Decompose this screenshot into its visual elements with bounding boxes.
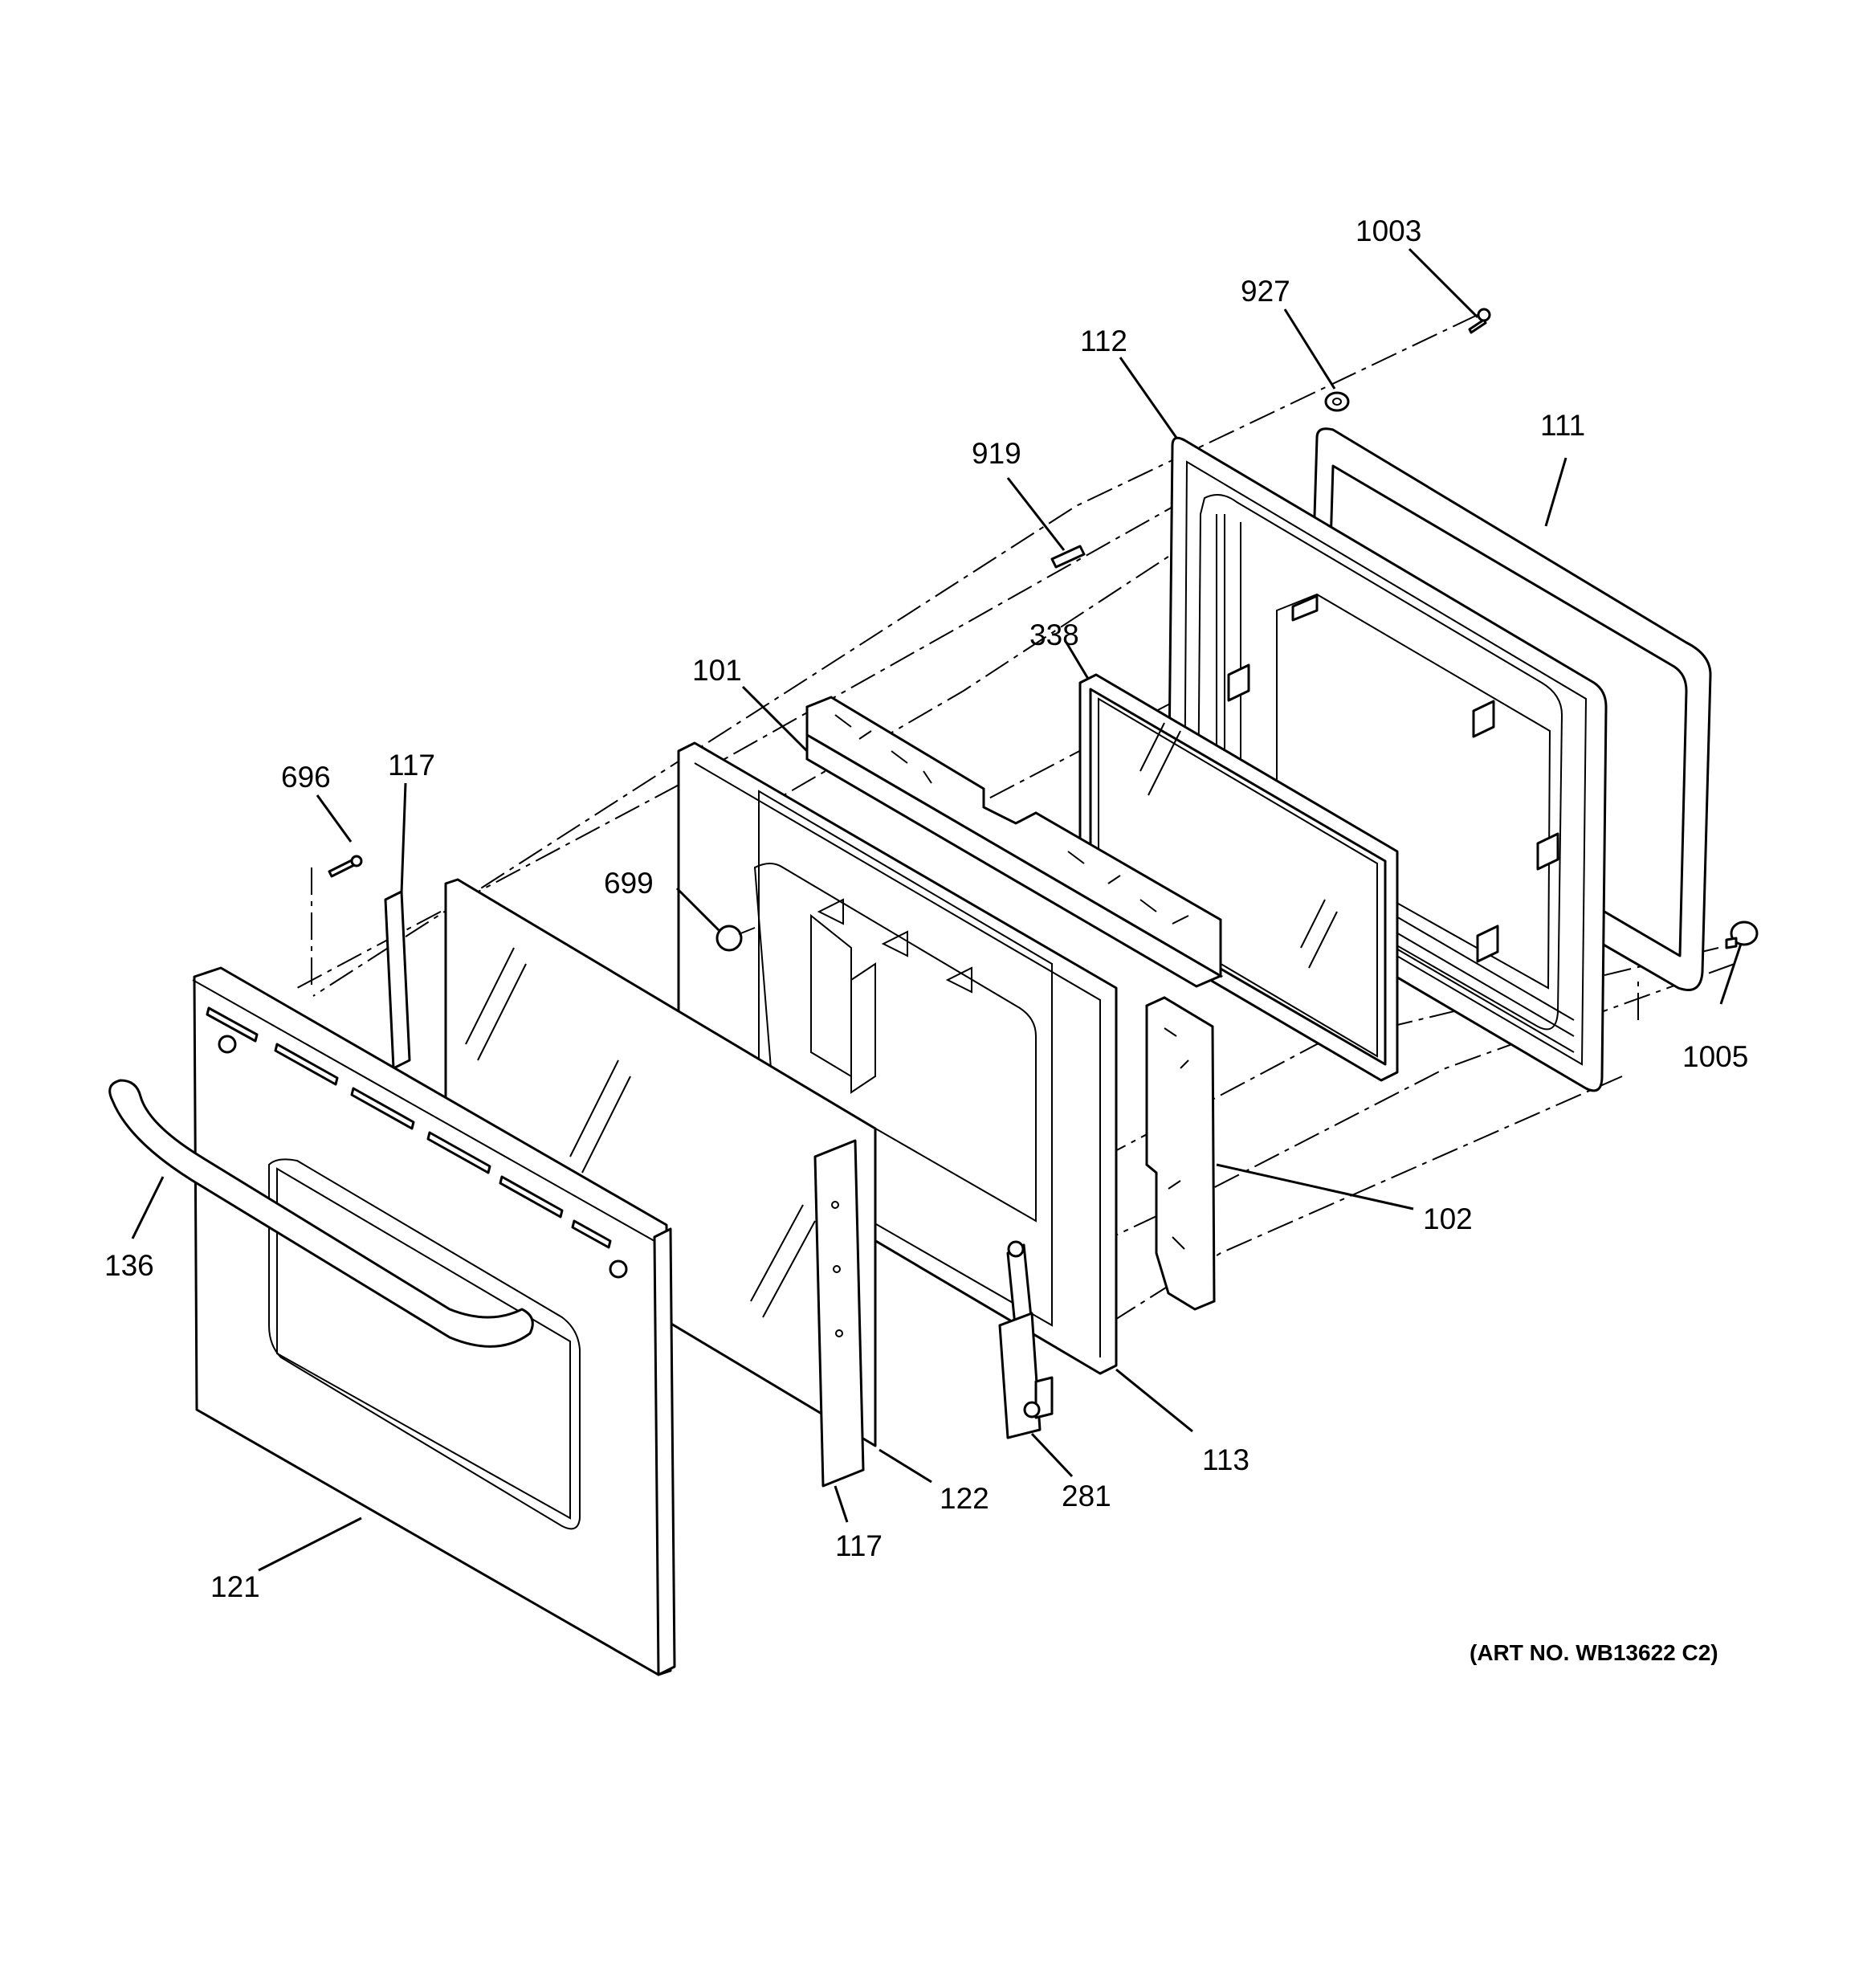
hinge-281 <box>998 1240 1054 1439</box>
callout-117-bottom: 117 <box>835 1529 883 1562</box>
insulation-101 <box>805 696 1224 988</box>
callout-927: 927 <box>1241 275 1290 308</box>
stop-919 <box>1050 545 1086 569</box>
screw-696 <box>328 855 363 878</box>
callout-labels: 1003 927 112 111 919 338 101 696 117 699… <box>104 214 1748 1665</box>
handle-136 <box>108 1079 534 1348</box>
callout-111: 111 <box>1540 409 1585 442</box>
callout-121: 121 <box>210 1570 260 1603</box>
callout-117-top: 117 <box>388 749 435 782</box>
callout-281: 281 <box>1062 1480 1111 1512</box>
callout-696: 696 <box>281 761 331 794</box>
inner-door-liner-112 <box>1167 436 1608 1092</box>
plug-1005 <box>1725 921 1759 949</box>
callout-1005: 1005 <box>1682 1040 1748 1073</box>
bracket-117-right <box>813 1139 865 1488</box>
washer-927 <box>1324 391 1350 412</box>
bracket-117-left <box>384 890 411 1070</box>
callout-102: 102 <box>1423 1202 1473 1235</box>
callout-1003: 1003 <box>1355 214 1421 247</box>
alignment-lines <box>296 314 1735 1350</box>
art-number: (ART NO. WB13622 C2) <box>1470 1640 1718 1665</box>
callout-136: 136 <box>104 1249 154 1282</box>
leader-lines <box>131 247 1743 1572</box>
callout-122: 122 <box>940 1482 989 1515</box>
insulation-102 <box>1145 996 1216 1311</box>
callout-338: 338 <box>1029 618 1079 651</box>
callout-101: 101 <box>692 654 742 687</box>
callout-112: 112 <box>1080 325 1127 357</box>
callout-113: 113 <box>1202 1443 1249 1476</box>
callout-919: 919 <box>972 437 1021 470</box>
rod-1003 <box>1468 308 1491 334</box>
nut-699 <box>715 925 756 952</box>
callout-699: 699 <box>604 867 654 900</box>
